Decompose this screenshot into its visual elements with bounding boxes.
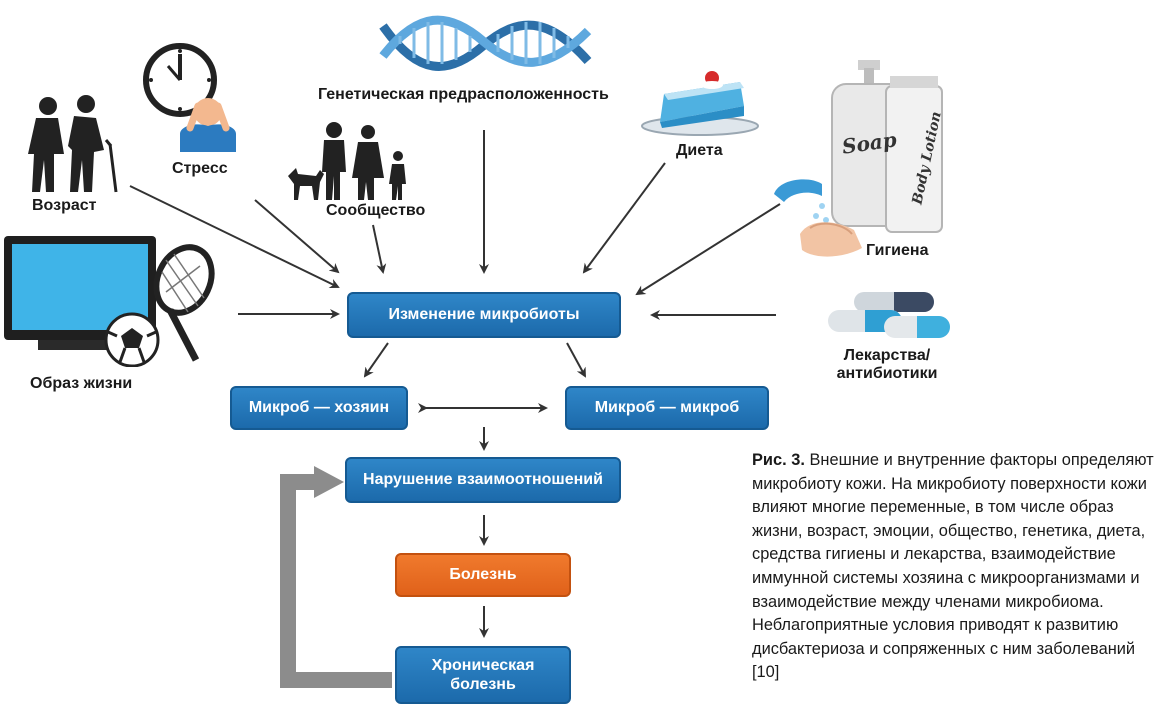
node-microbe-host: Микроб — хозяин — [230, 386, 408, 430]
node-chronic-line2: болезнь — [450, 676, 516, 693]
cake-icon — [641, 71, 759, 136]
arrow-stress — [254, 199, 340, 274]
node-disease-label: Болезнь — [449, 566, 517, 584]
elderly-people-icon — [28, 95, 118, 193]
label-lifestyle: Образ жизни — [30, 375, 133, 392]
label-drugs: Лекарства/ антибиотики — [822, 347, 952, 384]
label-drugs-line2: антибиотики — [836, 365, 938, 383]
node-relationship-disruption-label: Нарушение взаимоотношений — [363, 471, 603, 489]
label-age: Возраст — [32, 197, 97, 214]
caption-text: Внешние и внутренние факторы определяют … — [752, 451, 1154, 682]
node-chronic-line1: Хроническая — [431, 656, 535, 674]
node-chronic-disease: Хроническая болезнь — [395, 646, 571, 704]
label-hygiene: Гигиена — [866, 242, 929, 259]
dna-icon — [379, 15, 592, 71]
node-relationship-disruption: Нарушение взаимоотношений — [345, 457, 621, 503]
label-community: Сообщество — [326, 202, 426, 219]
arrow-hygiene — [635, 203, 781, 296]
clock-stress-icon — [143, 43, 236, 152]
arrow-community — [372, 224, 387, 274]
arrow-to-microbe-host — [363, 342, 389, 378]
feedback-arrowhead — [314, 466, 344, 498]
washing-hands-icon — [774, 179, 862, 257]
node-microbiota-change: Изменение микробиоты — [347, 292, 621, 338]
node-microbe-microbe-label: Микроб — микроб — [594, 399, 740, 417]
label-diet: Диета — [676, 142, 723, 159]
node-microbe-microbe: Микроб — микроб — [565, 386, 769, 430]
label-stress: Стресс — [172, 160, 228, 177]
feedback-loop — [280, 474, 392, 688]
soap-lotion-icon — [831, 60, 943, 233]
caption-title: Рис. 3. — [752, 451, 805, 469]
figure-caption: Рис. 3. Внешние и внутренние факторы опр… — [752, 449, 1157, 685]
label-drugs-line1: Лекарства/ — [843, 347, 931, 364]
node-microbiota-change-label: Изменение микробиоты — [388, 306, 580, 324]
capsules-icon — [828, 292, 950, 338]
family-icon — [288, 122, 406, 200]
node-microbe-host-label: Микроб — хозяин — [248, 399, 390, 417]
arrow-to-microbe-microbe — [566, 342, 586, 378]
node-disease: Болезнь — [395, 553, 571, 597]
arrow-diet — [582, 162, 666, 274]
tv-sports-icon — [4, 236, 215, 367]
label-genetic: Генетическая предрасположенность — [318, 86, 609, 103]
arrow-age — [129, 185, 340, 289]
